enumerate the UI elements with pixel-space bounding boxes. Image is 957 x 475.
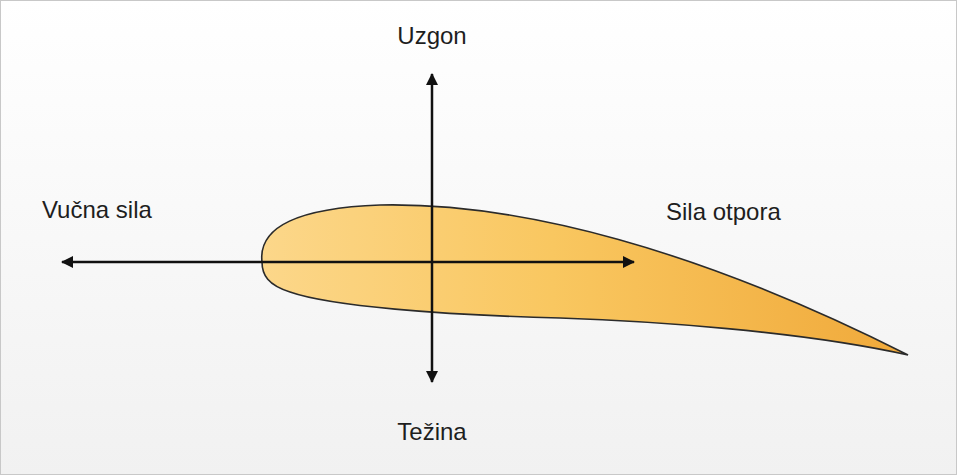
airfoil: [262, 205, 908, 355]
thrust-drag-arrow: [62, 261, 345, 264]
force-label: Uzgon: [397, 22, 466, 50]
force-label: Težina: [397, 418, 466, 446]
force-label: Vučna sila: [42, 196, 152, 224]
lift-weight-arrow: [431, 228, 434, 382]
lift-weight-arrow: [431, 74, 434, 228]
force-label: Sila otpora: [666, 198, 781, 226]
thrust-drag-arrow: [345, 261, 634, 264]
